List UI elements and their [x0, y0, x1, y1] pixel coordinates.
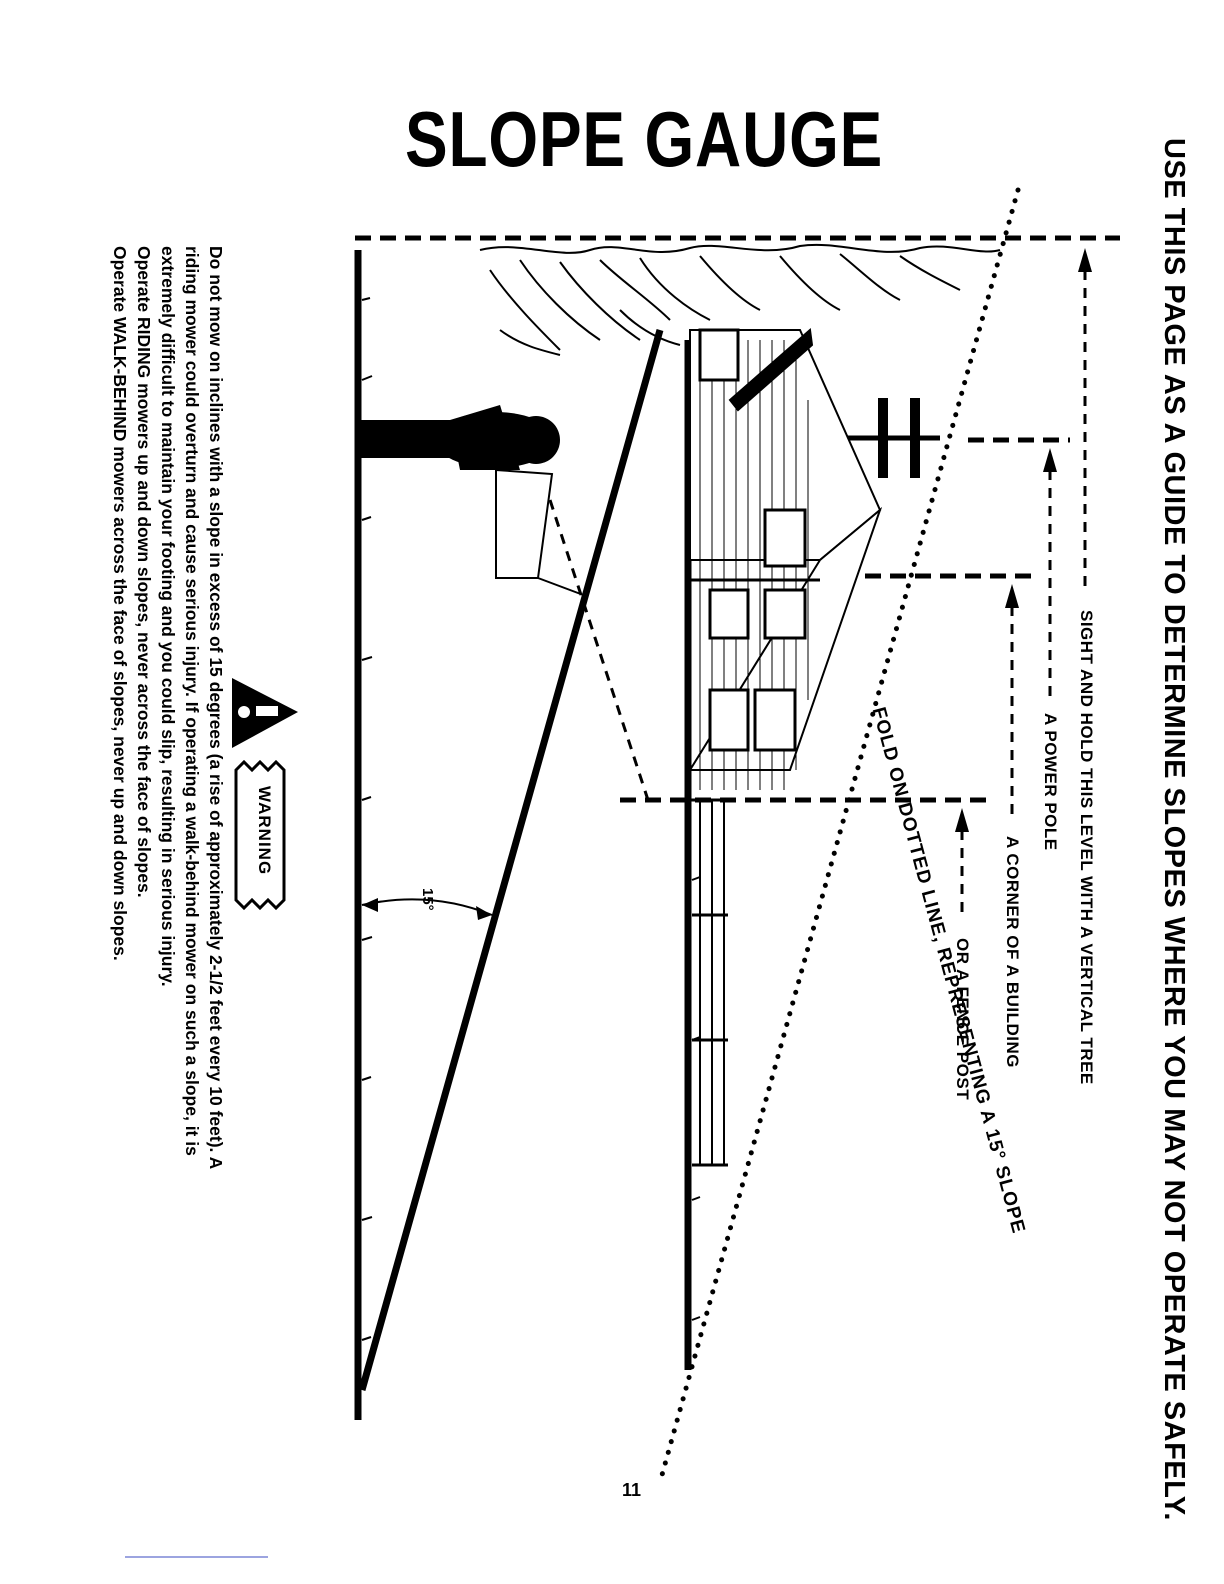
warning-line-2: riding mower could overturn and cause se… — [182, 246, 202, 1156]
page-number: 11 — [622, 1480, 642, 1500]
fence-post-arrow — [955, 808, 969, 920]
house — [688, 328, 883, 790]
angle-marker — [361, 898, 493, 920]
person-silhouette — [360, 405, 560, 470]
warning-badge-border — [234, 759, 286, 911]
callout-power-pole: A POWER POLE — [1041, 713, 1060, 851]
building-arrow — [1005, 584, 1019, 820]
warning-line-4: Operate RIDING mowers up and down slopes… — [134, 246, 154, 898]
warning-label: WARNING — [255, 786, 274, 876]
callout-building: A CORNER OF A BUILDING — [1003, 836, 1022, 1068]
warning-line-3: extremely difficult to maintain your foo… — [158, 246, 178, 987]
power-pole-arrow — [1043, 448, 1057, 700]
warning-body: Do not mow on inclines with a slope in e… — [108, 246, 228, 1366]
tree-foliage — [479, 243, 1001, 356]
angle-label: 15° — [419, 888, 436, 911]
gauge-page-shape — [495, 468, 554, 579]
fold-dotted-line — [659, 187, 1021, 1478]
tree-arrow — [1078, 248, 1092, 590]
callout-tree: SIGHT AND HOLD THIS LEVEL WITH A VERTICA… — [1077, 610, 1096, 1085]
warning-line-5: Operate WALK-BEHIND mowers across the fa… — [110, 246, 130, 961]
sloped-ground-line — [358, 329, 664, 1391]
fence — [690, 798, 735, 1167]
warning-line-1: Do not mow on inclines with a slope in e… — [206, 246, 226, 1170]
warning-triangle-icon — [232, 678, 298, 748]
